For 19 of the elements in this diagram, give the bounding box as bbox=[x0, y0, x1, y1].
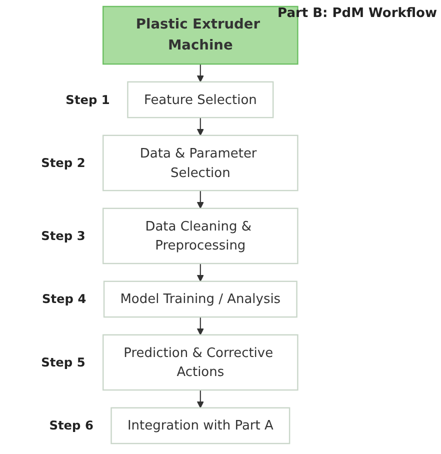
step-label: Step 1 bbox=[66, 92, 110, 107]
step-label: Step 2 bbox=[41, 156, 86, 170]
node-box: Integration with Part A bbox=[110, 407, 290, 444]
arrow bbox=[196, 64, 204, 82]
arrow bbox=[196, 264, 204, 282]
step-label: Step 3 bbox=[41, 229, 86, 243]
node-box: Feature Selection bbox=[127, 81, 274, 118]
arrow bbox=[196, 317, 204, 336]
arrow bbox=[196, 390, 204, 408]
step-label: Step 6 bbox=[49, 418, 94, 433]
step-label: Step 5 bbox=[41, 355, 86, 370]
node-box: Data Cleaning & Preprocessing bbox=[102, 208, 298, 264]
node-box: Prediction & Corrective Actions bbox=[102, 334, 298, 391]
arrow bbox=[196, 190, 204, 209]
node-box: Model Training / Analysis bbox=[103, 280, 298, 318]
diagram-title: Part B: PdM Workflow bbox=[278, 6, 437, 21]
step-label: Step 4 bbox=[42, 292, 86, 306]
node-box: Data & Parameter Selection bbox=[102, 134, 298, 192]
arrow bbox=[196, 118, 204, 136]
